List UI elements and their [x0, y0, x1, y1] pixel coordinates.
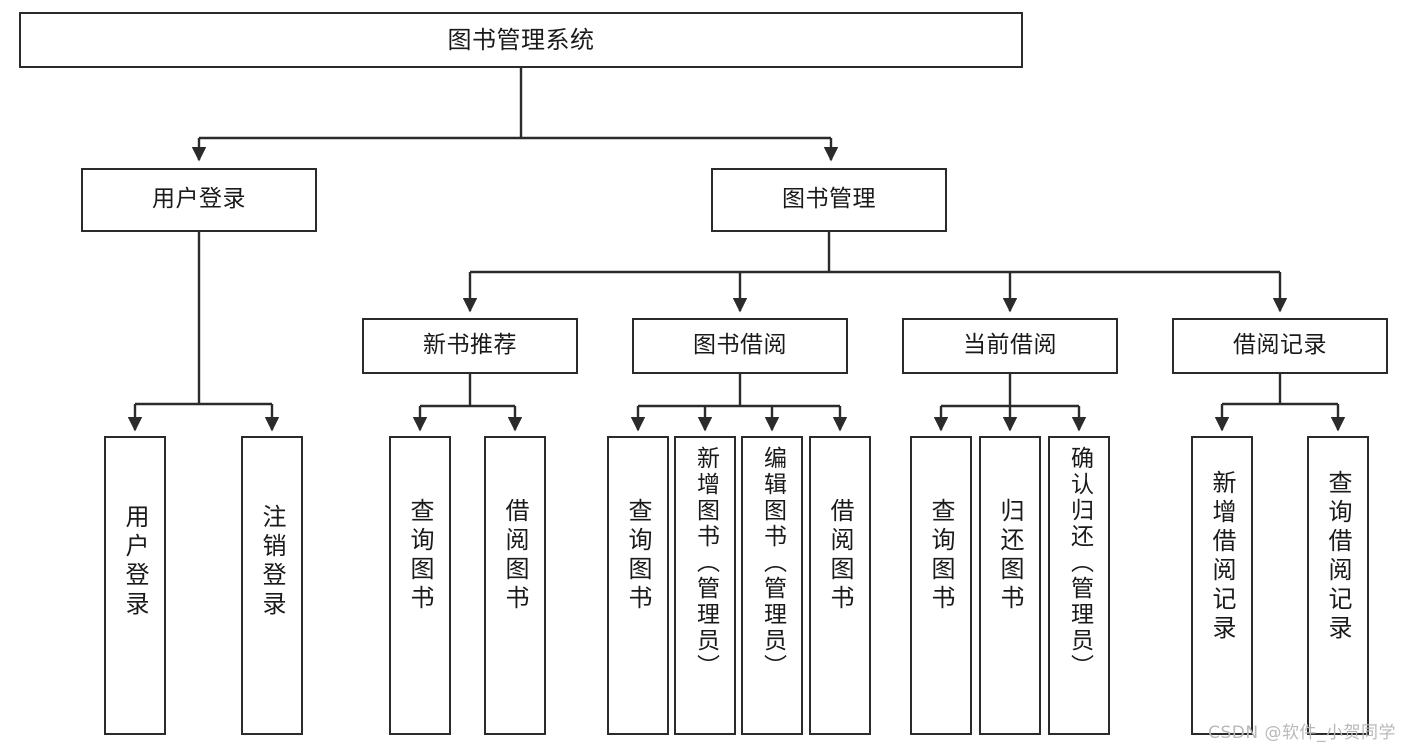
leaf-borrow-edit-book-admin[interactable]: 编辑图书（管理员）	[741, 436, 803, 735]
leaf-user-login-signin[interactable]: 用户登录	[104, 436, 166, 735]
node-label: 图书借阅	[693, 332, 787, 359]
node-label: 图书管理系统	[447, 25, 595, 54]
node-label: 注销登录	[258, 504, 286, 620]
node-label: 用户登录	[121, 504, 149, 620]
leaf-new-book-query[interactable]: 查询图书	[389, 436, 451, 735]
leaf-borrow-add-book-admin[interactable]: 新增图书（管理员）	[674, 436, 736, 735]
node-book-management[interactable]: 图书管理	[711, 168, 947, 232]
leaf-borrow-query-book[interactable]: 查询图书	[607, 436, 669, 735]
node-label: 归还图书	[996, 498, 1024, 614]
node-label: 新增借阅记录	[1208, 470, 1236, 644]
leaf-current-query-book[interactable]: 查询图书	[910, 436, 972, 735]
node-label: 确认归还（管理员）	[1066, 446, 1093, 680]
leaf-new-book-borrow[interactable]: 借阅图书	[484, 436, 546, 735]
node-current-borrow[interactable]: 当前借阅	[902, 318, 1118, 374]
node-label: 新书推荐	[423, 332, 517, 359]
leaf-current-return-book[interactable]: 归还图书	[979, 436, 1041, 735]
leaf-borrow-borrow-book[interactable]: 借阅图书	[809, 436, 871, 735]
leaf-user-login-signout[interactable]: 注销登录	[241, 436, 303, 735]
node-label: 借阅图书	[501, 498, 529, 614]
node-label: 查询图书	[927, 498, 955, 614]
node-label: 当前借阅	[963, 332, 1057, 359]
node-label: 借阅记录	[1233, 332, 1327, 359]
node-label: 查询借阅记录	[1324, 470, 1352, 644]
node-borrow-record[interactable]: 借阅记录	[1172, 318, 1388, 374]
leaf-record-add[interactable]: 新增借阅记录	[1191, 436, 1253, 735]
node-label: 新增图书（管理员）	[692, 446, 719, 680]
node-root-system[interactable]: 图书管理系统	[19, 12, 1023, 68]
node-new-book-recommend[interactable]: 新书推荐	[362, 318, 578, 374]
node-label: 用户登录	[152, 186, 246, 213]
leaf-record-query[interactable]: 查询借阅记录	[1307, 436, 1369, 735]
node-label: 图书管理	[782, 186, 876, 213]
leaf-current-confirm-return-admin[interactable]: 确认归还（管理员）	[1048, 436, 1110, 735]
node-label: 借阅图书	[826, 498, 854, 614]
node-user-login[interactable]: 用户登录	[81, 168, 317, 232]
csdn-watermark: CSDN @软件_小贺同学	[1208, 723, 1396, 743]
node-label: 查询图书	[624, 498, 652, 614]
node-label: 查询图书	[406, 498, 434, 614]
node-book-borrow[interactable]: 图书借阅	[632, 318, 848, 374]
node-label: 编辑图书（管理员）	[759, 446, 786, 680]
